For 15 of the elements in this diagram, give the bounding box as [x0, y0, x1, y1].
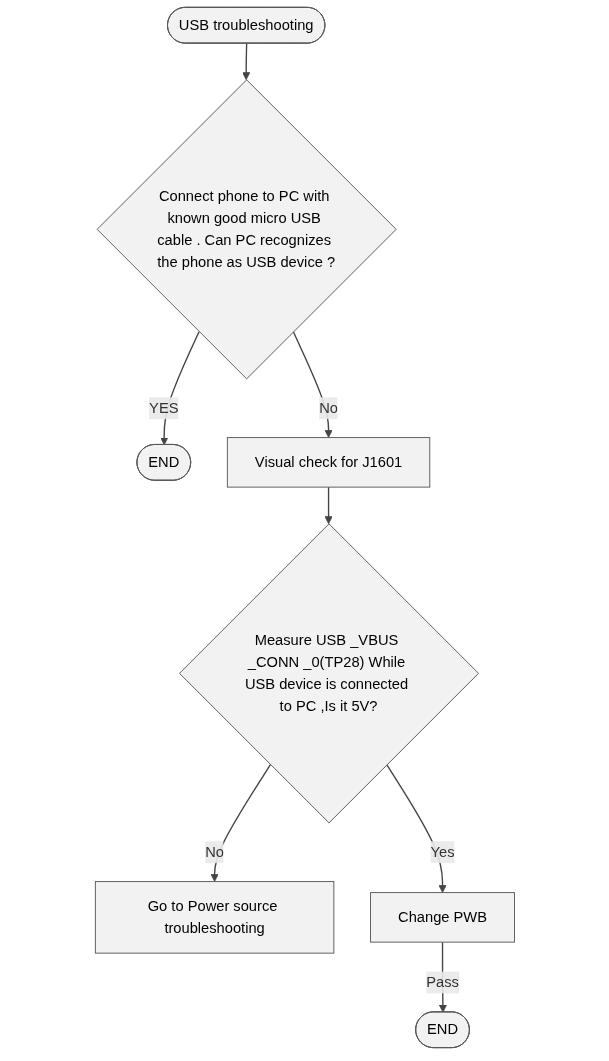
node-box: Change PWB — [369, 892, 515, 943]
arrow — [292, 331, 333, 438]
node-box: Go to Power source troubleshooting — [94, 881, 334, 954]
arrow — [241, 42, 250, 81]
node-diamond: Connect phone to PC with known good micro USB cable . Can PC recognizes the phone as USB device ? — [96, 79, 397, 380]
arrow — [210, 764, 271, 882]
arrow — [324, 486, 333, 525]
edge-label: No — [204, 843, 224, 860]
node-diamond: Measure USB _VBUS _CONN _0(TP28) While USB device is connected to PC ,Is it 5V? — [178, 523, 479, 824]
edge-label: Yes — [430, 843, 455, 860]
edge-label: No — [318, 399, 338, 416]
edge-label: YES — [148, 399, 179, 416]
arrow — [385, 764, 447, 893]
node-box: Visual check for J1601 — [226, 437, 430, 488]
edge-label: Pass — [425, 974, 459, 990]
